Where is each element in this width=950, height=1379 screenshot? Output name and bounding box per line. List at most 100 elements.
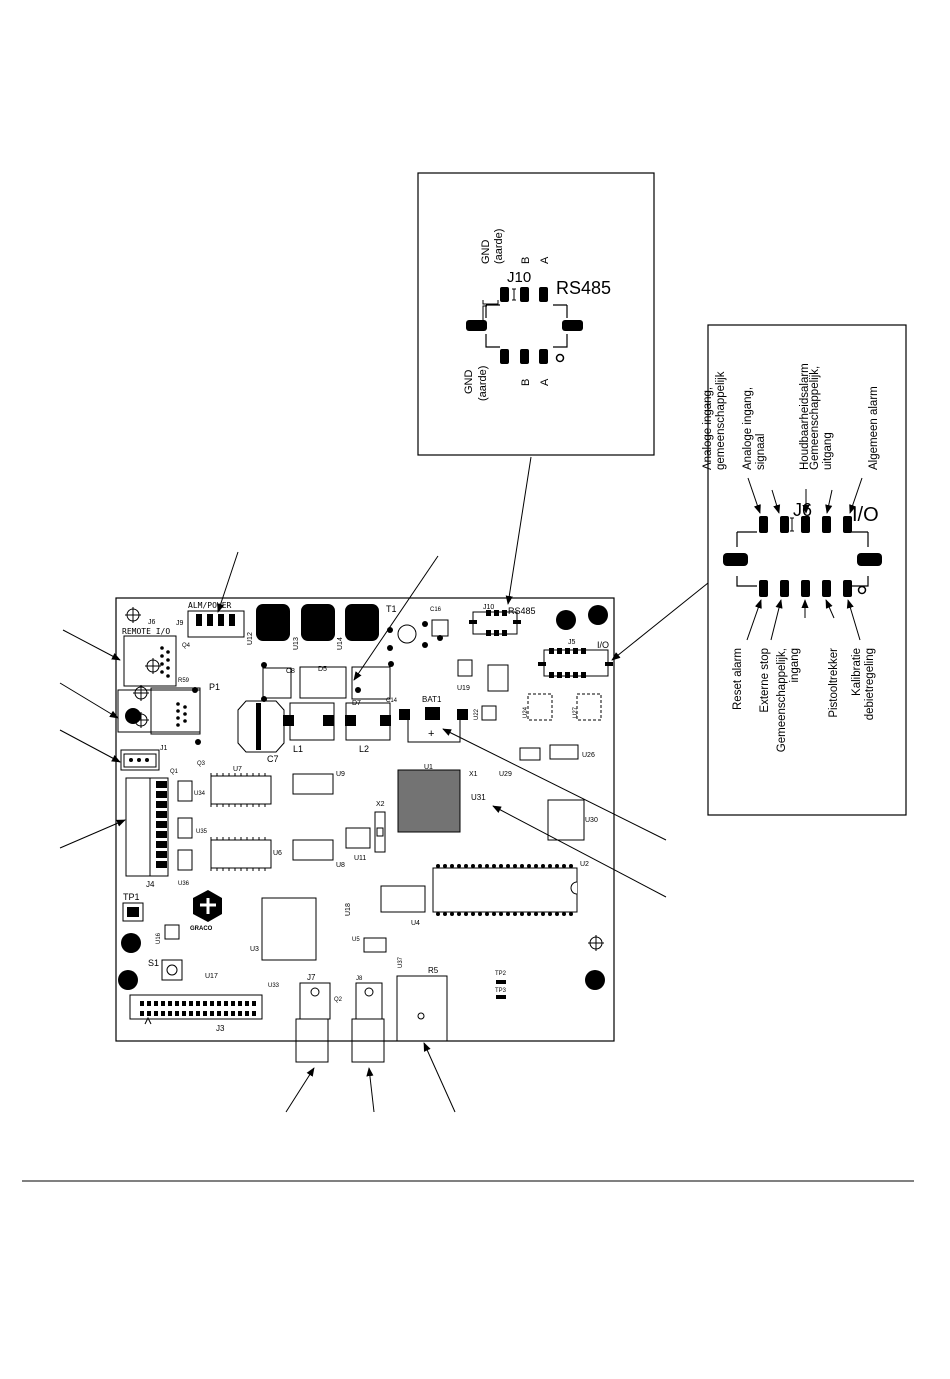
u2-pin (534, 912, 538, 916)
svg-text:L2: L2 (359, 744, 369, 754)
svg-text:REMOTE I/O: REMOTE I/O (122, 627, 170, 636)
j3-pin (252, 1001, 256, 1006)
u2-pin (492, 864, 496, 868)
svg-text:J3: J3 (216, 1024, 225, 1033)
io-pin-label: signaal (755, 434, 767, 470)
u2-pin (506, 864, 510, 868)
rs485-top-pin (500, 287, 509, 302)
u2-pin (443, 912, 447, 916)
svg-text:U30: U30 (585, 817, 598, 824)
svg-text:Q3: Q3 (197, 761, 206, 767)
u2-pin (436, 864, 440, 868)
svg-text:U6: U6 (273, 850, 282, 857)
rs485-top-gnd-sub: (aarde) (493, 229, 505, 264)
svg-text:J8: J8 (356, 976, 363, 982)
svg-text:X2: X2 (376, 801, 385, 808)
svg-text:TP1: TP1 (123, 892, 140, 902)
u2-pin (464, 912, 468, 916)
j3-pin (238, 1011, 242, 1016)
svg-text:U22: U22 (474, 708, 480, 720)
u2-pin (555, 864, 559, 868)
rs485-bottom-pin (520, 349, 529, 364)
rs485-detail-box: J10 RS485 GND (aarde) B A GND (aarde) B … (417, 172, 655, 456)
u2-pin (436, 912, 440, 916)
j3-pin (147, 1001, 151, 1006)
svg-text:S1: S1 (148, 958, 159, 968)
u2-pin (478, 864, 482, 868)
u2-pin (527, 864, 531, 868)
u2-pin (457, 912, 461, 916)
u2-pin (513, 864, 517, 868)
svg-text:U3: U3 (250, 946, 259, 953)
svg-text:J10: J10 (483, 604, 494, 611)
u2-pin (520, 912, 524, 916)
u2-pin (513, 912, 517, 916)
svg-text:U14: U14 (337, 637, 344, 650)
svg-text:U34: U34 (194, 791, 206, 797)
u2-pin (527, 912, 531, 916)
svg-text:U18: U18 (345, 903, 352, 916)
rs485-side-pin (466, 320, 487, 331)
svg-text:U35: U35 (196, 829, 208, 835)
j3-pin (224, 1001, 228, 1006)
svg-text:U11: U11 (354, 855, 366, 862)
j3-pin (210, 1001, 214, 1006)
svg-text:U1: U1 (424, 764, 433, 771)
io-name: I/O (852, 504, 879, 526)
svg-text:U12: U12 (247, 632, 254, 645)
svg-text:R59: R59 (178, 678, 190, 684)
rs485-bottom-pin (539, 349, 548, 364)
j3-pin (238, 1001, 242, 1006)
j3-pin (140, 1011, 144, 1016)
u2-pin (499, 864, 503, 868)
svg-text:ALM/POWER: ALM/POWER (188, 601, 232, 610)
io-bottom-pins (759, 580, 852, 597)
rs485-bottom-a: A (539, 378, 551, 386)
callout-lines (59, 456, 709, 1113)
rs485-bottom-gnd: GND (463, 370, 475, 395)
u2-pin (471, 912, 475, 916)
j3-pin (196, 1001, 200, 1006)
io-pin-label: uitgang (822, 432, 834, 470)
svg-text:R5: R5 (428, 966, 439, 975)
io-pin-label: debietregeling (864, 648, 876, 720)
svg-text:TP2: TP2 (495, 971, 507, 977)
u2-pin (548, 864, 552, 868)
j3-pin (217, 1011, 221, 1016)
svg-text:U26: U26 (582, 752, 595, 759)
u2-pin (541, 912, 545, 916)
u2-pin (450, 864, 454, 868)
svg-text:BAT1: BAT1 (422, 695, 442, 704)
u2-pin (471, 864, 475, 868)
j3-pin (140, 1001, 144, 1006)
j3-pin (175, 1001, 179, 1006)
u2-pin (443, 864, 447, 868)
svg-text:U24: U24 (523, 706, 529, 718)
u2-pin (541, 864, 545, 868)
io-pin-label: gemeenschappelijk (715, 371, 727, 470)
u2-pin (569, 912, 573, 916)
io-pin-label: Gemeenschappelijk, (776, 648, 788, 752)
svg-text:U7: U7 (233, 766, 242, 773)
svg-text:T1: T1 (386, 604, 397, 614)
j3-pin (224, 1011, 228, 1016)
svg-text:J1: J1 (160, 745, 168, 752)
svg-text:C8: C8 (286, 668, 295, 675)
j3-pin (161, 1001, 165, 1006)
svg-text:U36: U36 (178, 881, 190, 887)
pcb-board: J6 REMOTE I/O P1 J1 Q1 Q3 J4 AL (115, 597, 615, 1063)
u2-pin (457, 864, 461, 868)
j3-pin (203, 1001, 207, 1006)
svg-text:U29: U29 (499, 771, 512, 778)
svg-text:Q2: Q2 (334, 997, 343, 1003)
svg-text:U16: U16 (156, 932, 162, 944)
rs485-name: RS485 (556, 278, 611, 298)
svg-text:P1: P1 (209, 682, 220, 692)
u2-pin (520, 864, 524, 868)
j3-pin (231, 1011, 235, 1016)
u2-pin (478, 912, 482, 916)
u2-pin (562, 864, 566, 868)
graco-logo: GRACO (190, 890, 222, 932)
rs485-top-b: B (520, 257, 532, 264)
